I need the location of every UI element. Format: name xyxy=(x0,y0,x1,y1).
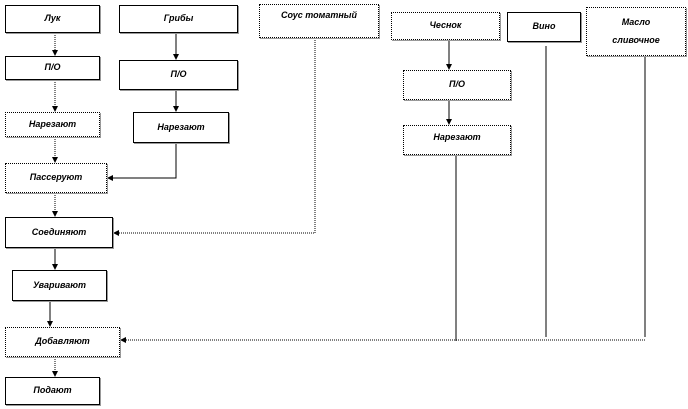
node-wine: Вино xyxy=(507,12,581,42)
node-add: Добавляют xyxy=(5,327,120,357)
arrow-sauce-combine xyxy=(113,38,316,236)
node-garlic-cut: Нарезают xyxy=(403,125,511,155)
node-onion: Лук xyxy=(5,5,100,33)
node-mushrooms: Грибы xyxy=(119,5,238,33)
node-saute: Пассеруют xyxy=(5,163,107,193)
node-onion-cut: Нарезают xyxy=(5,112,100,137)
node-mushrooms-cut: Нарезают xyxy=(133,112,229,143)
node-garlic-po: П/О xyxy=(403,70,511,100)
node-mushrooms-po: П/О xyxy=(119,60,238,90)
node-reduce: Уваривают xyxy=(12,270,107,301)
node-serve: Подают xyxy=(5,377,100,405)
node-onion-po: П/О xyxy=(5,56,100,80)
node-combine: Соединяют xyxy=(5,217,113,248)
node-garlic: Чеснок xyxy=(391,12,500,40)
arrow-mcut-saute xyxy=(107,143,177,181)
node-butter: Масло сливочное xyxy=(586,7,686,56)
node-tomato-sauce: Соус томатный xyxy=(259,4,379,38)
